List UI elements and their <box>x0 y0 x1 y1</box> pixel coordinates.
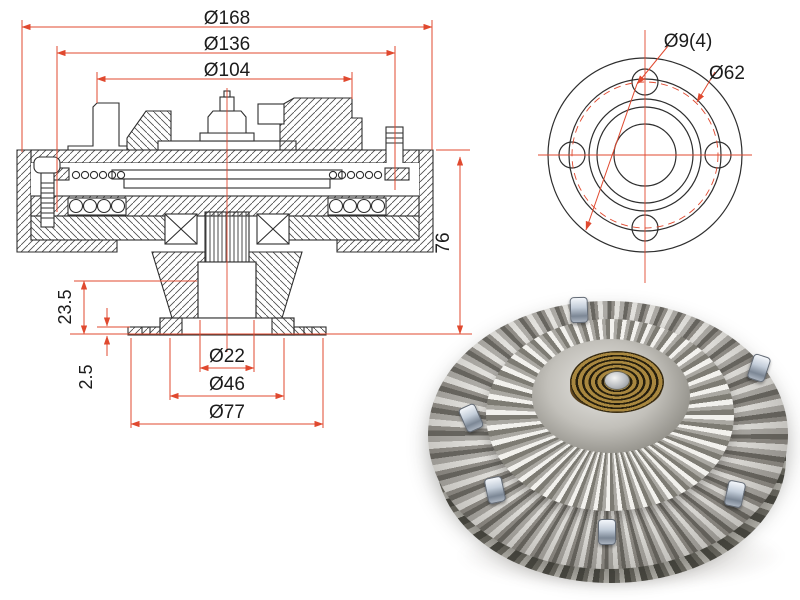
top-boss-right <box>279 97 363 151</box>
dim-label-hub-height: 23.5 <box>55 289 75 324</box>
housing-top-plate <box>30 149 420 164</box>
dimension-lines <box>21 20 752 428</box>
bearing-right <box>256 213 290 245</box>
dim-label-outer-diameter: Ø168 <box>204 8 250 29</box>
flange-plate-right <box>293 326 327 336</box>
leader-bolt-circle <box>696 71 716 103</box>
main-spring-left <box>68 198 126 214</box>
dim-label-flange-diameter: Ø77 <box>209 402 245 423</box>
coil-spring-row-right <box>328 170 383 180</box>
center-screw <box>604 371 630 390</box>
coil-spring-row-left <box>71 170 126 180</box>
main-spring-right <box>328 198 386 214</box>
section-view <box>16 90 434 336</box>
hub-cone-right <box>248 251 303 319</box>
dim-label-pilot-diameter: Ø46 <box>209 374 245 395</box>
mounting-bolt <box>569 296 589 324</box>
leader-diagonal <box>585 83 638 231</box>
dim-label-bolt-hole-diameter: Ø9(4) <box>664 31 713 52</box>
dim-label-middle-diameter: Ø136 <box>204 34 250 55</box>
front-mount-ear <box>67 102 128 151</box>
lower-body-right <box>288 215 420 241</box>
flange-bolt-holes <box>141 327 313 335</box>
mounting-bolt <box>598 519 616 545</box>
dim-label-flange-plate-thickness: 2.5 <box>76 364 96 389</box>
flange-hatch-right <box>271 317 295 336</box>
dim-label-bolt-circle-diameter: Ø62 <box>709 63 745 84</box>
product-photo <box>428 295 794 591</box>
dim-label-bore-diameter: Ø22 <box>209 346 245 367</box>
dimension-labels: Ø168 Ø136 Ø104 76 23.5 2.5 Ø22 Ø46 Ø77 Ø… <box>55 8 745 423</box>
leader-bolt-hole <box>636 45 669 85</box>
flange-plate-left <box>127 326 161 336</box>
bolt-circle <box>571 81 719 229</box>
dim-label-inner-diameter: Ø104 <box>204 60 251 81</box>
bearing-left <box>164 213 198 245</box>
hub-cone-left <box>151 251 206 319</box>
side-bolt-left <box>33 156 61 228</box>
seal-block-right <box>384 167 410 181</box>
flange-hatch-left <box>159 317 183 336</box>
top-boss-right-insert <box>257 103 285 125</box>
dim-label-overall-height: 76 <box>433 232 454 253</box>
